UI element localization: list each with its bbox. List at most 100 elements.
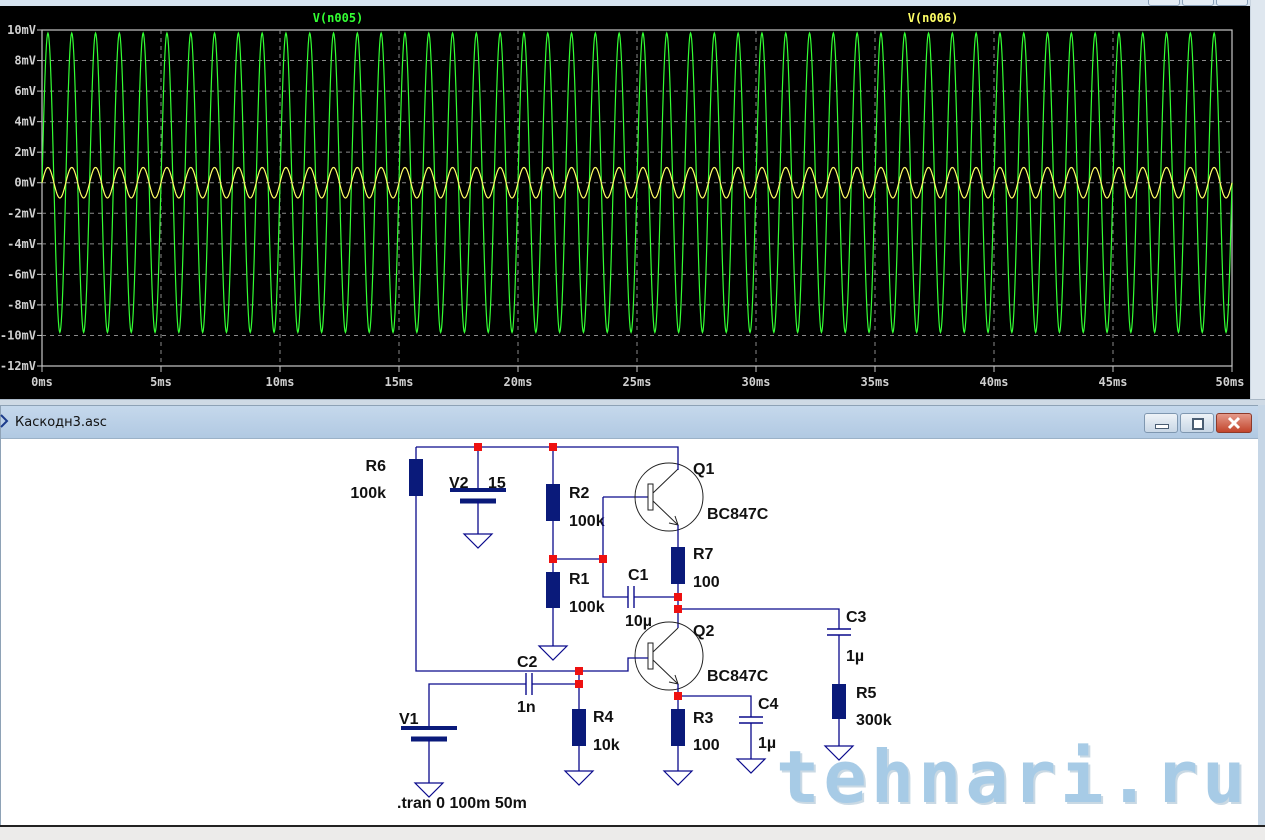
junction-dot	[549, 555, 557, 563]
y-tick-label: -12mV	[0, 359, 36, 373]
label-r3-value: 100	[693, 737, 720, 754]
junction-dot	[575, 667, 583, 675]
resistor-r6[interactable]	[409, 459, 423, 496]
ground-symbol	[662, 770, 694, 786]
label-c3-value: 1µ	[846, 648, 864, 665]
top-window-strip	[0, 0, 1265, 8]
resistor-r2[interactable]	[546, 484, 560, 521]
transistor-q1-emitter	[652, 500, 679, 526]
transistor-q2-collector	[652, 627, 679, 653]
label-r1-name: R1	[569, 571, 590, 588]
ground-symbol	[563, 770, 595, 786]
y-tick-label: 6mV	[14, 84, 36, 98]
close-button[interactable]	[1216, 413, 1252, 433]
resistor-r4[interactable]	[572, 709, 586, 746]
label-q1-value: BC847C	[707, 506, 769, 523]
wire[interactable]	[416, 446, 679, 463]
ground-symbol	[413, 782, 445, 798]
minimize-button[interactable]	[1144, 413, 1178, 433]
label-r4-value: 10k	[593, 737, 620, 754]
label-c1-name: C1	[628, 567, 649, 584]
trace-label-vn006[interactable]: V(n006)	[908, 11, 959, 25]
x-tick-label: 25ms	[623, 375, 652, 389]
x-tick-label: 45ms	[1099, 375, 1128, 389]
x-tick-label: 30ms	[742, 375, 771, 389]
junction-dot	[599, 555, 607, 563]
label-r3-name: R3	[693, 710, 714, 727]
junction-dot	[674, 593, 682, 601]
x-tick-label: 0ms	[31, 375, 53, 389]
wire[interactable]	[602, 497, 628, 598]
wire[interactable]	[428, 683, 526, 728]
transistor-q2-body[interactable]	[634, 621, 704, 691]
restore-button[interactable]	[1180, 413, 1214, 433]
window-separator	[0, 399, 1265, 406]
ground-symbol	[537, 645, 569, 661]
waveform-plot[interactable]: 10mV8mV6mV4mV2mV0mV-2mV-4mV-6mV-8mV-10mV…	[0, 6, 1250, 399]
y-tick-label: -2mV	[7, 206, 36, 220]
plot-minimize-button[interactable]	[1148, 0, 1180, 6]
transistor-q1-body[interactable]	[634, 462, 704, 532]
label-r1-value: 100k	[569, 599, 605, 616]
schematic-titlebar[interactable]: Каскодн3.asc	[0, 406, 1259, 439]
spice-directive[interactable]: .tran 0 100m 50m	[397, 795, 527, 812]
trace-vn006[interactable]	[41, 166, 1233, 199]
watermark: tehnari.ru	[776, 735, 1250, 819]
wire[interactable]	[678, 695, 752, 717]
resistor-r1[interactable]	[546, 572, 560, 608]
x-axis-ticks: 0ms 5ms 10ms 15ms 20ms 25ms 30ms 35ms 40ms 45ms 50…	[31, 366, 1244, 389]
minimize-icon	[1155, 424, 1169, 429]
junction-dot	[474, 443, 482, 451]
x-tick-label: 10ms	[266, 375, 295, 389]
resistor-r7[interactable]	[671, 547, 685, 584]
y-tick-label: 10mV	[7, 23, 36, 37]
label-r2-name: R2	[569, 485, 590, 502]
x-tick-label: 20ms	[504, 375, 533, 389]
y-tick-label: -4mV	[7, 237, 36, 251]
label-r6-value: 100k	[350, 485, 386, 502]
label-c1-value: 10µ	[625, 613, 652, 630]
label-c2-name: C2	[517, 654, 538, 671]
label-v2-name: V2	[449, 475, 469, 492]
trace-label-vn005[interactable]: V(n005)	[313, 11, 364, 25]
label-v1-name: V1	[399, 711, 419, 728]
label-r5-value: 300k	[856, 712, 892, 729]
resistor-r3[interactable]	[671, 709, 685, 746]
ground-symbol	[823, 745, 855, 761]
plot-close-button[interactable]	[1216, 0, 1248, 6]
plot-scrollbar[interactable]	[1250, 0, 1265, 400]
x-tick-label: 50ms	[1216, 375, 1245, 389]
schematic-scrollbar[interactable]	[1258, 405, 1265, 825]
x-tick-label: 15ms	[385, 375, 414, 389]
y-tick-label: 2mV	[14, 145, 36, 159]
x-tick-label: 5ms	[150, 375, 172, 389]
y-tick-label: -6mV	[7, 267, 36, 281]
transistor-q1-base-bar	[647, 483, 654, 511]
junction-dot	[674, 605, 682, 613]
junction-dot	[575, 680, 583, 688]
wire[interactable]	[532, 683, 580, 709]
plot-restore-button[interactable]	[1182, 0, 1214, 6]
close-icon	[1227, 416, 1241, 430]
wire[interactable]	[678, 608, 840, 629]
wire[interactable]	[415, 496, 579, 672]
junction-dot	[549, 443, 557, 451]
transistor-q2-emitter	[652, 659, 679, 685]
wire[interactable]	[579, 657, 648, 672]
label-r5-name: R5	[856, 685, 877, 702]
y-axis-ticks: 10mV8mV6mV4mV2mV0mV-2mV-4mV-6mV-8mV-10mV…	[0, 23, 42, 373]
x-tick-label: 40ms	[980, 375, 1009, 389]
x-tick-label: 35ms	[861, 375, 890, 389]
y-tick-label: 8mV	[14, 54, 36, 68]
restore-icon	[1192, 418, 1204, 430]
label-c3-name: C3	[846, 609, 867, 626]
resistor-r5[interactable]	[832, 684, 846, 719]
status-bar	[0, 825, 1265, 840]
label-q1-name: Q1	[693, 461, 714, 478]
label-c2-value: 1n	[517, 699, 536, 716]
label-c4-name: C4	[758, 696, 779, 713]
label-v2-value: 15	[488, 475, 506, 492]
